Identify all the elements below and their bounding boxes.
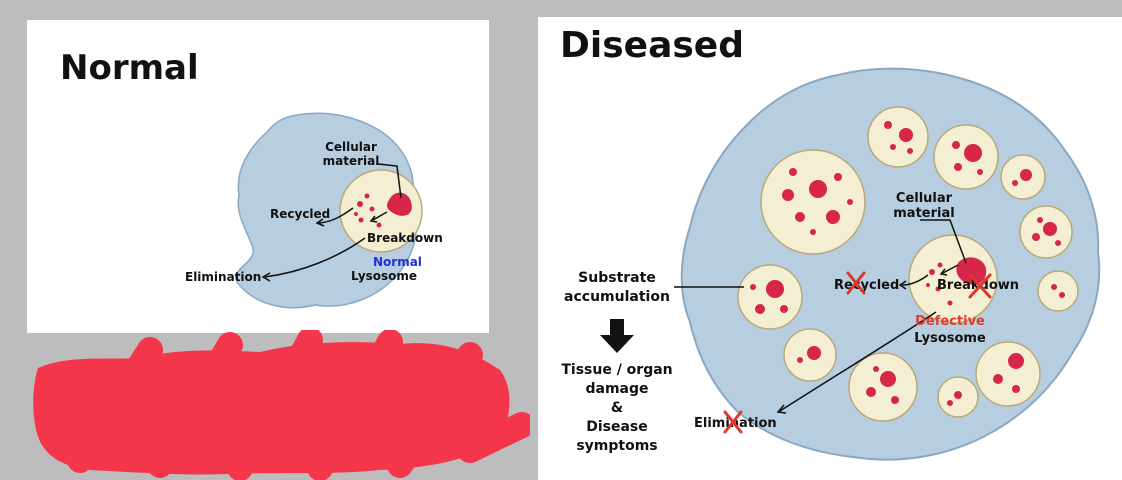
arrow-head [898,280,907,290]
normal-cell [235,112,418,309]
diseased-title: Diseased [560,25,744,66]
diseased-particle [937,262,943,268]
diseased-cellular-label-2: material [893,206,954,221]
vesicle [737,264,803,330]
normal-cellular-label-2: material [323,154,380,168]
normal-elimination-arrow [264,237,366,278]
normal-breakdown-arrow [372,211,388,221]
diseased-recycled-label: Recycled [834,278,899,293]
normal-cellular-label-1: Cellular [325,140,377,154]
defective-state-label: Defective [915,314,985,329]
diseased-panel: Diseased [538,17,1122,480]
diseased-cellular-material [956,257,987,285]
diseased-particle [926,283,930,287]
consequence-line-1: Tissue / organ [561,362,672,378]
normal-particle [354,212,358,216]
normal-elimination-label: Elimination [185,270,261,284]
arrow-head [261,272,271,282]
vesicle [937,376,979,418]
vesicle [1019,205,1073,259]
red-scribble-redaction [33,330,530,480]
substrate-label-2: accumulation [564,289,670,305]
arrow-head [315,218,325,227]
defective-lysosome [908,234,998,324]
cross-icon [968,273,992,299]
diseased-particle [935,286,941,292]
arrow-head [776,404,787,414]
diseased-particle [947,300,953,306]
normal-breakdown-label: Breakdown [367,231,443,245]
cross-icon [846,271,866,295]
normal-title: Normal [60,48,199,88]
normal-particle [376,222,382,228]
diseased-material-pointer [920,219,967,264]
vesicle [760,149,866,255]
vesicle [848,352,918,422]
normal-state-label: Normal [373,255,422,269]
normal-cellular-material [387,192,412,216]
normal-particle [369,206,375,212]
diseased-recycled-arrow [901,274,929,286]
normal-cell-diagram: Cellular material Recycled Breakdown Eli… [185,112,443,309]
vesicle [933,124,999,190]
substrate-label-1: Substrate [578,270,656,286]
vesicle [975,341,1041,407]
diseased-breakdown-arrow [942,264,959,274]
consequence-line-4: Disease [586,419,648,435]
cross-icon [723,410,743,434]
vesicle [783,328,837,382]
vesicle [1037,270,1079,312]
diseased-cellular-label-1: Cellular [896,191,953,206]
normal-particle [364,193,370,199]
normal-panel: Normal Cellular material Recycled Breakd… [27,20,489,333]
normal-lysosome [339,169,423,253]
normal-recycled-arrow [318,207,354,224]
down-arrow-icon [600,319,634,353]
arrow-head [939,268,948,276]
consequence-line-5: symptoms [576,438,657,454]
diseased-particle [929,269,935,275]
diseased-cell-diagram: Cellular material Recycled Breakdown Eli… [561,67,1101,461]
normal-particle [358,217,364,223]
vesicle [1000,154,1046,200]
normal-particle [357,201,363,207]
consequence-line-3: & [611,400,623,416]
arrow-head [369,215,378,223]
consequence-line-2: damage [585,381,648,397]
vesicle [867,106,929,168]
normal-recycled-label: Recycled [270,207,330,221]
diseased-lysosome-label: Lysosome [914,331,986,346]
diseased-elimination-arrow [779,311,937,412]
normal-lysosome-label: Lysosome [351,269,417,283]
normal-material-pointer [377,163,402,199]
